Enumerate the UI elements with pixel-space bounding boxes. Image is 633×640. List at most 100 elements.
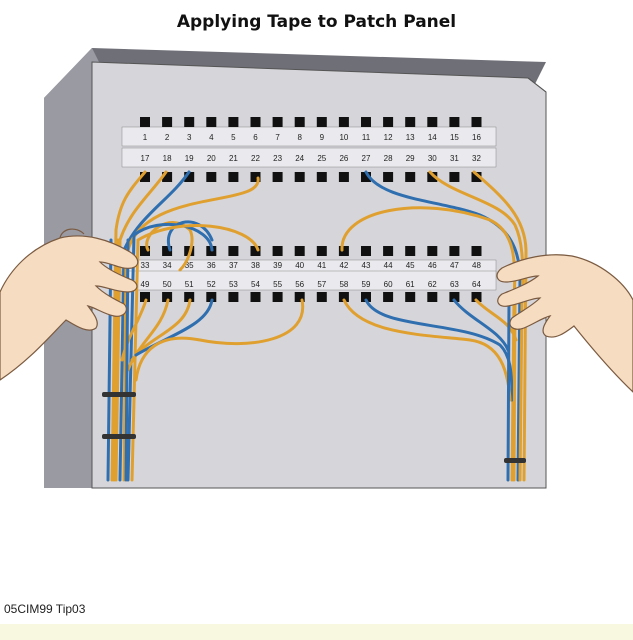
tape-wraps	[102, 392, 526, 463]
top-ports-lower	[140, 172, 482, 182]
patch-port	[272, 246, 283, 256]
port-number-label: 18	[163, 154, 172, 163]
port-number-label: 10	[339, 133, 348, 142]
port-number-label: 53	[229, 280, 238, 289]
patch-port	[162, 292, 173, 302]
tape-wrap	[102, 392, 136, 397]
port-number-label: 55	[273, 280, 282, 289]
port-number-label: 19	[185, 154, 194, 163]
patch-port	[316, 172, 327, 182]
port-number-label: 57	[317, 280, 326, 289]
patch-port	[140, 246, 150, 256]
port-number-label: 50	[163, 280, 172, 289]
patch-port	[427, 117, 438, 127]
port-number-label: 47	[450, 261, 459, 270]
patch-port	[294, 117, 305, 127]
patch-port	[471, 172, 482, 182]
patch-port	[228, 172, 239, 182]
patch-port	[206, 172, 217, 182]
patch-port	[272, 172, 283, 182]
patch-port	[228, 292, 239, 302]
port-number-label: 29	[406, 154, 415, 163]
port-number-label: 60	[384, 280, 393, 289]
port-number-label: 40	[295, 261, 304, 270]
patch-port	[250, 246, 261, 256]
port-number-label: 39	[273, 261, 282, 270]
patch-port	[140, 292, 150, 302]
port-number-label: 43	[362, 261, 371, 270]
patch-port	[471, 117, 482, 127]
port-number-label: 25	[317, 154, 326, 163]
patch-port	[427, 172, 438, 182]
port-number-label: 1	[143, 133, 148, 142]
port-number-label: 4	[209, 133, 214, 142]
patch-port	[228, 117, 239, 127]
port-number-label: 8	[297, 133, 302, 142]
bottom-label-strip-2	[121, 270, 497, 291]
tape-wrap	[504, 458, 526, 463]
port-number-label: 54	[251, 280, 260, 289]
port-number-label: 64	[472, 280, 481, 289]
patch-port	[405, 117, 416, 127]
patch-port	[405, 292, 416, 302]
patch-port	[405, 246, 416, 256]
patch-port	[471, 292, 482, 302]
port-number-label: 36	[207, 261, 216, 270]
port-number-label: 45	[406, 261, 415, 270]
port-number-label: 52	[207, 280, 216, 289]
port-number-label: 34	[163, 261, 172, 270]
patch-port	[471, 246, 482, 256]
port-number-label: 32	[472, 154, 481, 163]
port-number-label: 26	[339, 154, 348, 163]
port-number-label: 37	[229, 261, 238, 270]
patch-port	[162, 172, 173, 182]
figure-caption: 05CIM99 Tip03	[4, 602, 86, 616]
port-number-label: 2	[165, 133, 170, 142]
port-number-label: 27	[362, 154, 371, 163]
port-number-label: 23	[273, 154, 282, 163]
patch-port	[361, 292, 371, 302]
patch-port	[338, 292, 349, 302]
port-number-label: 17	[141, 154, 150, 163]
patch-port	[184, 292, 195, 302]
top-label-strip-2	[121, 147, 497, 168]
patch-port	[449, 246, 460, 256]
tape-wrap	[102, 434, 136, 439]
patch-port	[294, 172, 305, 182]
port-number-label: 3	[187, 133, 192, 142]
port-number-label: 46	[428, 261, 437, 270]
top-label-strip-1	[121, 126, 497, 147]
patch-port	[250, 172, 261, 182]
port-number-label: 58	[339, 280, 348, 289]
port-number-label: 9	[320, 133, 325, 142]
right-hand-illustration	[496, 254, 633, 393]
port-number-label: 35	[185, 261, 194, 270]
patch-port	[383, 292, 394, 302]
top-ports-upper	[140, 117, 482, 127]
port-number-label: 59	[362, 280, 371, 289]
bottom-strip	[0, 624, 633, 640]
patch-port	[338, 117, 349, 127]
patch-port	[250, 117, 261, 127]
port-number-label: 31	[450, 154, 459, 163]
port-number-label: 61	[406, 280, 415, 289]
port-number-label: 56	[295, 280, 304, 289]
patch-port	[184, 117, 195, 127]
patch-port	[405, 172, 416, 182]
patch-port	[449, 172, 460, 182]
patch-port	[184, 172, 195, 182]
port-number-label: 28	[384, 154, 393, 163]
patch-port	[272, 292, 283, 302]
port-number-label: 49	[141, 280, 150, 289]
port-number-label: 12	[384, 133, 393, 142]
patch-port	[250, 292, 261, 302]
patch-port	[361, 246, 371, 256]
patch-port	[361, 117, 371, 127]
port-number-label: 13	[406, 133, 415, 142]
port-number-label: 42	[339, 261, 348, 270]
